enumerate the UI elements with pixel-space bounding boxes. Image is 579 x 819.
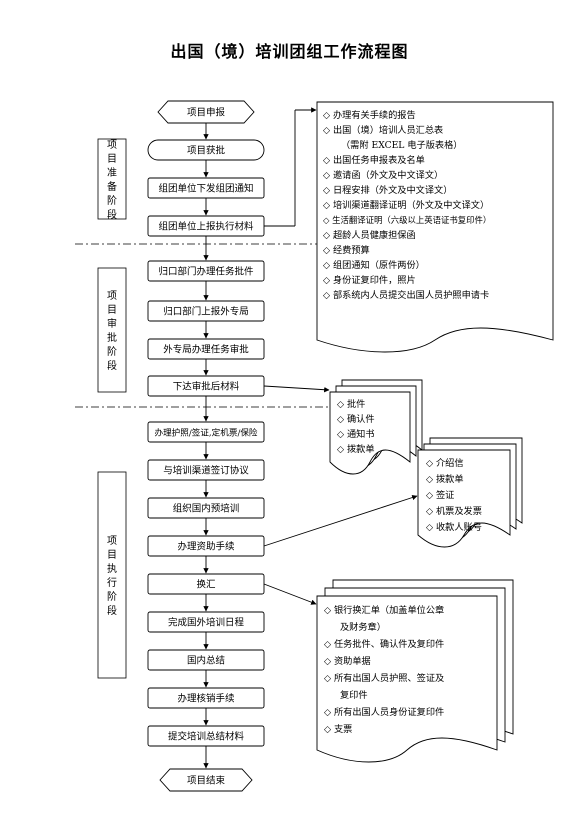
stage-box-approval: 项目审批阶段	[97, 267, 127, 393]
stage-label-exec: 项目执行阶段	[107, 535, 117, 617]
document-shape	[329, 391, 411, 475]
step-label: 提交培训总结材料	[168, 731, 245, 743]
document-item: ◇ 超龄人员健康担保函	[323, 229, 416, 241]
step-passport-visa: 办理护照/签证,定机票/保险	[147, 421, 265, 443]
step-notice: 组团单位下发组团通知	[147, 177, 265, 199]
step-report-bureau: 归口部门上报外专局	[147, 300, 265, 322]
step-domestic-summary: 国内总结	[147, 649, 265, 671]
prep-documents: ◇ 办理有关手续的报告 ◇ 出国（境）培训人员汇总表 （需附 EXCEL 电子版表格…	[316, 101, 554, 353]
document-item: ◇ 出国任务申报表及名单	[323, 154, 425, 166]
step-exchange: 换汇	[147, 573, 265, 595]
document-item: 复印件	[340, 689, 368, 701]
step-label: 办理核销手续	[177, 693, 235, 705]
document-item: ◇ 银行换汇单（加盖单位公章	[324, 604, 444, 616]
step-sign-agreement: 与培训渠道签订协议	[147, 459, 265, 481]
step-pre-training: 组织国内预培训	[147, 497, 265, 519]
document-item: 及财务章）	[340, 621, 386, 633]
document-item: ◇ 办理有关手续的报告	[323, 109, 416, 121]
connector-arrow-funding	[263, 494, 418, 547]
document-item: ◇ 邀请函（外文及中文译文）	[323, 169, 443, 181]
document-item: ◇ 批件	[337, 398, 365, 410]
step-label: 下达审批后材料	[173, 381, 240, 393]
step-label: 国内总结	[187, 655, 225, 667]
document-item: ◇ 拨款单	[426, 473, 464, 485]
step-project-apply: 项目申报	[157, 100, 255, 124]
step-label: 外专局办理任务审批	[163, 344, 249, 356]
step-issue-materials: 下达审批后材料	[147, 375, 265, 397]
step-label: 与培训渠道签订协议	[163, 465, 249, 477]
stage-label-approval: 项目审批阶段	[107, 290, 117, 372]
document-item: ◇ 支票	[324, 723, 352, 735]
step-funding: 办理资助手续	[147, 535, 265, 557]
step-label: 项目申报	[187, 107, 226, 119]
document-item: ◇ 介绍信	[426, 457, 464, 469]
document-item: ◇ 签证	[426, 489, 454, 501]
document-item: ◇ 资助单据	[324, 655, 371, 667]
document-item: ◇ 机票及发票	[426, 505, 482, 517]
document-item: ◇ 确认件	[337, 413, 375, 425]
stage-label-prep: 项目准备阶段	[107, 139, 117, 221]
stage-box-prep: 项目准备阶段	[97, 138, 127, 221]
document-item: ◇ 组团通知（原件两份）	[323, 259, 425, 271]
document-item: ◇ 任务批件、确认件及复印件	[324, 638, 444, 650]
step-project-approved: 项目获批	[147, 139, 265, 161]
step-project-end: 项目结束	[159, 768, 253, 792]
document-item: ◇ 收款人账号	[426, 521, 482, 533]
step-label: 项目获批	[187, 145, 226, 157]
document-shape	[316, 101, 554, 353]
step-label: 归口部门办理任务批件	[158, 266, 254, 278]
step-label: 归口部门上报外专局	[163, 306, 249, 318]
step-submit-materials: 组团单位上报执行材料	[147, 215, 265, 237]
stage-box-exec: 项目执行阶段	[97, 471, 127, 679]
document-item: ◇ 所有出国人员护照、签证及	[324, 672, 444, 684]
document-item: （需附 EXCEL 电子版表格）	[341, 139, 462, 151]
step-submit-summary: 提交培训总结材料	[147, 725, 265, 747]
step-label: 组织国内预培训	[173, 503, 240, 515]
page-title: 出国（境）培训团组工作流程图	[170, 42, 409, 61]
connector-arrow-approval	[263, 385, 330, 393]
step-task-approval: 归口部门办理任务批件	[147, 260, 265, 282]
step-label: 组团单位下发组团通知	[158, 183, 253, 195]
document-item: ◇ 所有出国人员身份证复印件	[324, 706, 444, 718]
document-item: ◇ 通知书	[337, 428, 375, 440]
document-item: ◇ 拨款单	[337, 443, 375, 455]
step-verification: 办理核销手续	[147, 687, 265, 709]
step-label: 完成国外培训日程	[168, 617, 245, 629]
document-item: ◇ 生活翻译证明（六级以上英语证书复印件）	[323, 215, 491, 225]
document-shape	[417, 449, 511, 548]
step-abroad-training: 完成国外培训日程	[147, 611, 265, 633]
step-label: 办理护照/签证,定机票/保险	[154, 427, 257, 439]
funding-documents: ◇ 介绍信 ◇ 拨款单 ◇ 签证 ◇ 机票及发票 ◇ 收款人账号	[417, 437, 523, 548]
document-item: ◇ 日程安排（外文及中文译文）	[323, 184, 452, 196]
step-label: 办理资助手续	[177, 541, 235, 553]
step-label: 换汇	[196, 579, 216, 591]
step-bureau-approval: 外专局办理任务审批	[147, 338, 265, 360]
document-item: ◇ 身份证复印件，照片	[323, 274, 416, 286]
document-item: ◇ 培训渠道翻译证明（外文及中文译文）	[323, 199, 489, 211]
document-shape	[316, 595, 498, 763]
approval-documents: ◇ 批件 ◇ 确认件 ◇ 通知书 ◇ 拨款单	[329, 379, 423, 475]
connector-arrow-exchange	[263, 583, 317, 605]
step-label: 项目结束	[187, 775, 226, 787]
document-item: ◇ 出国（境）培训人员汇总表	[323, 124, 443, 136]
document-item: ◇ 部系统内人员提交出国人员护照申请卡	[323, 289, 489, 301]
document-item: ◇ 经费预算	[323, 244, 370, 256]
step-label: 组团单位上报执行材料	[158, 221, 254, 233]
